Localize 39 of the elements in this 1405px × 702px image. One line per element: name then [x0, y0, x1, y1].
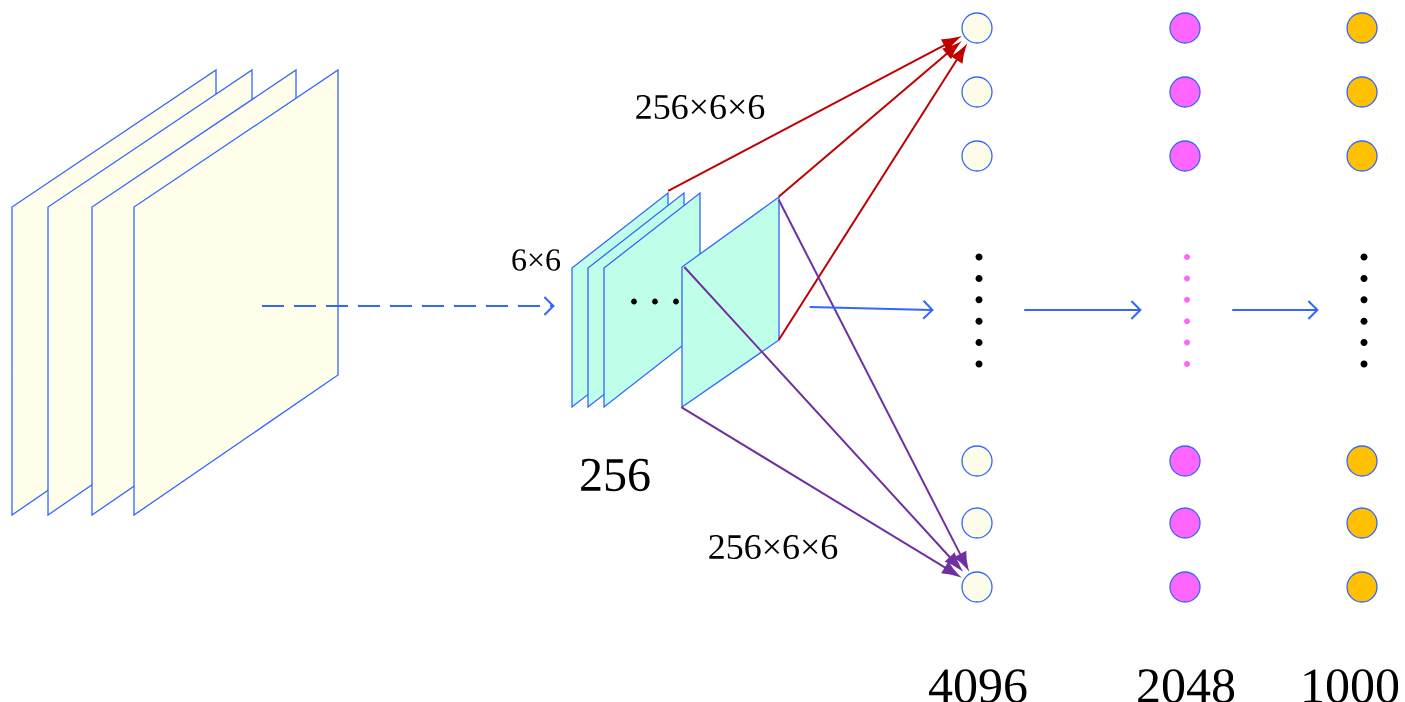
edge-label: 256×6×6 — [706, 533, 840, 561]
neuron-circle — [961, 12, 993, 44]
neuron-circle — [1169, 12, 1201, 44]
neuron-circle — [1169, 507, 1201, 539]
neuron-circle — [961, 76, 993, 108]
arrow — [1231, 300, 1319, 320]
size-label: 256 — [581, 458, 650, 492]
neuron-circle — [961, 507, 993, 539]
neuron-circle — [1346, 12, 1378, 44]
vertical-ellipsis — [975, 253, 983, 368]
vertical-ellipsis — [1184, 254, 1190, 367]
vertical-ellipsis — [1360, 253, 1368, 368]
layer-size-label: 4096 — [929, 669, 1027, 702]
neuron-circle — [961, 445, 993, 477]
neuron-circle — [1346, 140, 1378, 172]
neuron-circle — [1346, 445, 1378, 477]
arrow — [1023, 300, 1142, 320]
neuron-circle — [1346, 571, 1378, 603]
neuron-circle — [1169, 445, 1201, 477]
neuron-circle — [1169, 140, 1201, 172]
arrow — [680, 406, 960, 577]
arrow — [683, 266, 962, 570]
arrow — [261, 296, 555, 316]
ellipsis: · · · — [631, 298, 679, 305]
arrow — [667, 37, 959, 192]
neuron-circle — [1346, 76, 1378, 108]
arrow — [777, 45, 966, 341]
neuron-circle — [961, 571, 993, 603]
neuron-circle — [1169, 76, 1201, 108]
layer-size-label: 2048 — [1138, 669, 1235, 702]
arrow — [808, 299, 934, 320]
arrow — [777, 198, 969, 569]
edge-label: 256×6×6 — [633, 93, 767, 121]
layer-size-label: 1000 — [1304, 669, 1399, 702]
neuron-circle — [1346, 507, 1378, 539]
neuron-circle — [961, 140, 993, 172]
size-label: 6×6 — [512, 249, 561, 271]
arrow — [777, 42, 960, 198]
neuron-circle — [1169, 571, 1201, 603]
